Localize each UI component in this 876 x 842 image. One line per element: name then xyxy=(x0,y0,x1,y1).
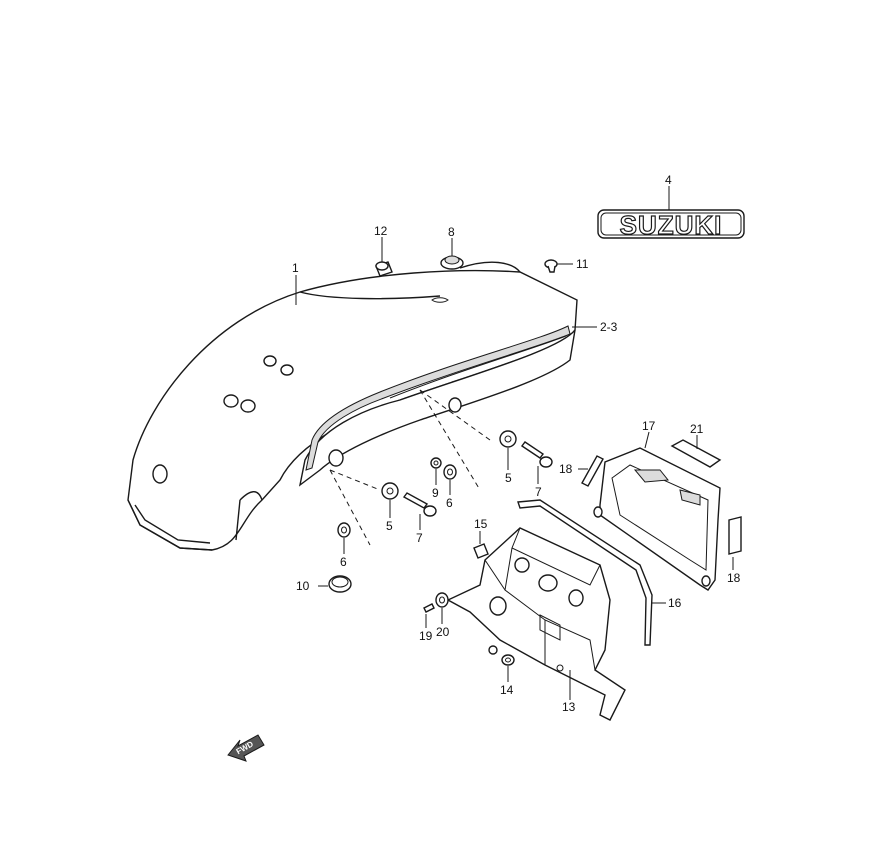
label-1: 1 xyxy=(292,261,299,275)
pad-21 xyxy=(670,439,722,468)
washer-6-right xyxy=(443,464,457,480)
label-13: 13 xyxy=(562,700,576,714)
label-6-left: 6 xyxy=(340,555,347,569)
label-15: 15 xyxy=(474,517,488,531)
bolt-19 xyxy=(423,603,435,613)
label-18-right: 18 xyxy=(727,571,741,585)
part-labels: 1 2-3 4 12 8 11 5 7 9 6 5 7 6 10 15 16 1… xyxy=(292,173,741,714)
washer-5-upper xyxy=(499,430,517,448)
label-16: 16 xyxy=(668,596,682,610)
washer-20 xyxy=(435,592,449,608)
washer-6-left xyxy=(337,522,351,538)
label-19: 19 xyxy=(419,629,433,643)
leader-lines xyxy=(295,186,734,700)
label-11: 11 xyxy=(576,257,589,271)
label-6-right: 6 xyxy=(446,496,453,510)
emblem-text: SUZUKI xyxy=(620,210,723,240)
reflector-18-right xyxy=(728,516,742,555)
bracket-13 xyxy=(446,527,626,721)
label-5-upper: 5 xyxy=(505,471,512,485)
label-10: 10 xyxy=(296,579,310,593)
grommet-8 xyxy=(440,255,464,270)
label-12: 12 xyxy=(374,224,388,238)
label-18-left: 18 xyxy=(559,462,573,476)
label-9: 9 xyxy=(432,486,439,500)
label-8: 8 xyxy=(448,225,455,239)
label-14: 14 xyxy=(500,683,514,697)
rod-16 xyxy=(517,499,653,646)
fwd-arrow-icon: FWD xyxy=(227,734,265,762)
bolt-14 xyxy=(501,654,515,666)
washer-5-lower xyxy=(381,482,399,500)
cap-10 xyxy=(328,575,352,593)
screw-11 xyxy=(544,259,558,273)
bracket-17 xyxy=(593,447,721,591)
bolt-7-upper xyxy=(520,441,553,468)
alignment-dashes xyxy=(329,389,491,546)
suzuki-emblem: SUZUKI xyxy=(597,209,745,241)
reflector-18-left xyxy=(581,455,604,487)
label-20: 20 xyxy=(436,625,450,639)
label-2-3: 2-3 xyxy=(600,320,618,334)
label-21: 21 xyxy=(690,422,704,436)
nut-9 xyxy=(430,457,442,469)
label-7-lower: 7 xyxy=(416,531,423,545)
label-5-lower: 5 xyxy=(386,519,393,533)
rear-fender xyxy=(127,261,578,551)
fastener-15 xyxy=(473,543,489,559)
bolt-7-lower xyxy=(402,492,437,517)
label-7-upper: 7 xyxy=(535,485,542,499)
label-4: 4 xyxy=(665,173,672,187)
collar-12 xyxy=(375,261,393,277)
label-17: 17 xyxy=(642,419,656,433)
